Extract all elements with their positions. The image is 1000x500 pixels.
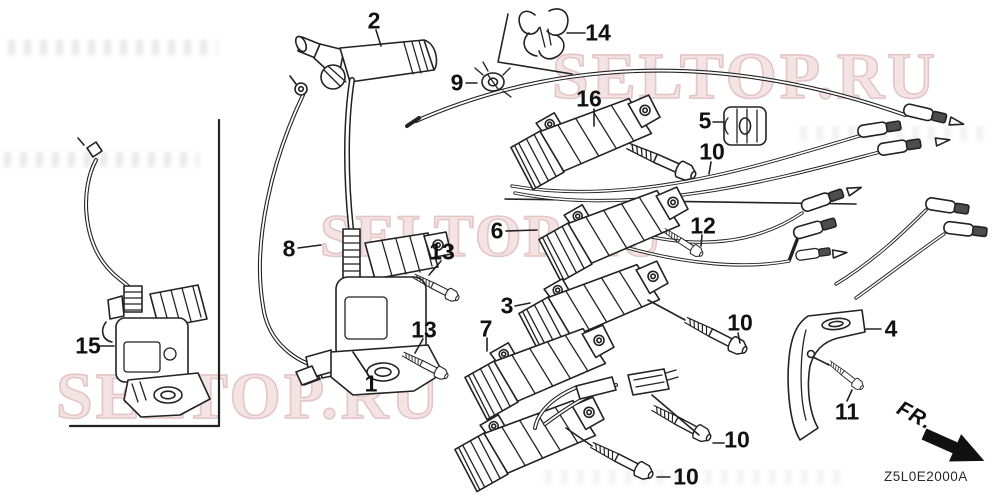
part-label-10-19: 10: [673, 463, 699, 490]
part-label-11-17: 11: [834, 398, 860, 425]
part-label-14-1: 14: [585, 19, 611, 46]
part-8-lead-wire: [257, 75, 343, 386]
part-label-1-16: 1: [364, 370, 378, 397]
part-label-7-12: 7: [479, 315, 493, 342]
part-label-15-15: 15: [75, 332, 101, 359]
scan-smudge: [8, 40, 218, 55]
part-label-13-9: 13: [429, 238, 455, 265]
part-14-wire-clamp: [497, 8, 573, 75]
part-7-harness: [533, 368, 679, 430]
part-label-2-0: 2: [367, 7, 381, 34]
bullet-connectors: [791, 102, 989, 262]
part-label-4-14: 4: [884, 315, 898, 342]
part-label-8-8: 8: [282, 235, 296, 262]
bolt-10-c: [648, 400, 715, 446]
part-5-grommet: [723, 106, 767, 146]
plug-wire: [344, 77, 355, 231]
part-label-9-2: 9: [450, 69, 464, 96]
part-label-10-18: 10: [724, 426, 750, 453]
part-label-6-6: 6: [490, 217, 504, 244]
front-direction-arrow: [921, 428, 985, 462]
part-label-16-3: 16: [576, 85, 602, 112]
part-9-clip: [474, 61, 512, 98]
part-2-spark-plug-cap: [294, 35, 438, 90]
bolt-11: [825, 357, 867, 393]
bolt-10-a: [623, 137, 700, 185]
part-15-ignition-coil: [77, 137, 211, 418]
part-label-12-7: 12: [690, 212, 716, 239]
part-1-ignition-coil: [295, 228, 452, 396]
wiring-cables: [405, 68, 946, 300]
part-label-10-13: 10: [727, 309, 753, 336]
bolt-10-d: [587, 437, 657, 484]
diagram-code: Z5L0E2000A: [884, 469, 968, 484]
scan-smudge: [4, 152, 199, 167]
reference-box: [68, 118, 221, 428]
part-label-13-11: 13: [411, 316, 437, 343]
label-leader-lines: [98, 29, 882, 478]
part-label-3-10: 3: [500, 292, 514, 319]
part-4-bracket: [787, 309, 866, 441]
scan-smudge: [800, 126, 985, 141]
scan-smudge: [545, 470, 845, 485]
part-label-5-4: 5: [698, 107, 712, 134]
part-label-10-5: 10: [699, 138, 725, 165]
